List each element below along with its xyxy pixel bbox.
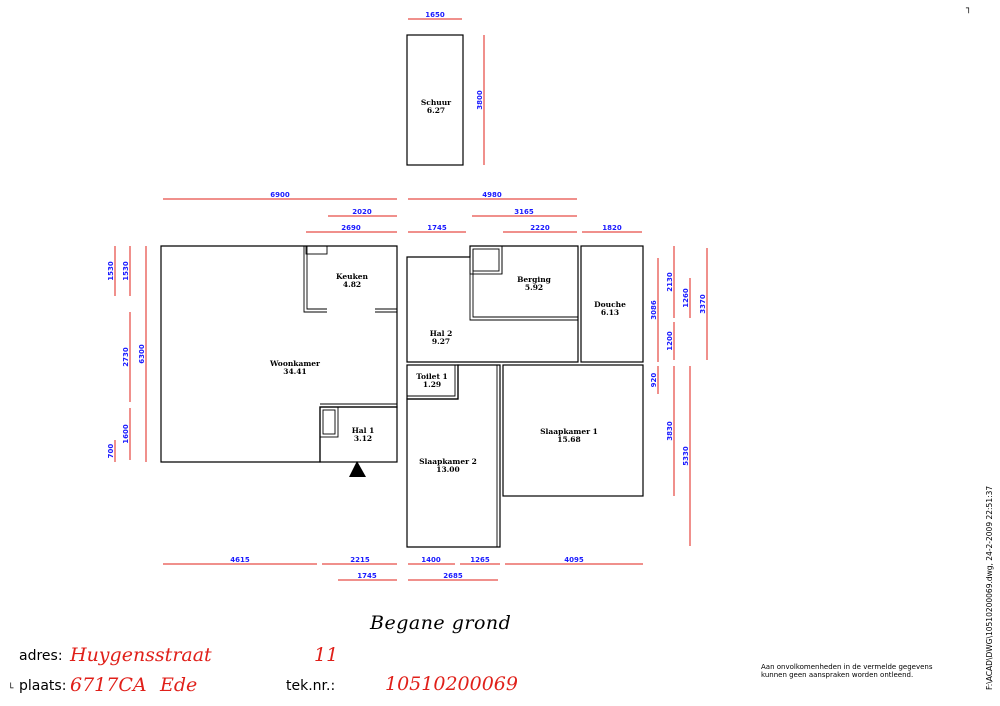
plaats-city: Ede — [160, 674, 198, 696]
dim-label: 1260 — [682, 288, 690, 308]
dim-label: 2730 — [122, 347, 130, 367]
wall-berging-inner — [472, 249, 578, 318]
label-woonkamer: Woonkamer — [269, 359, 321, 368]
area-schuur: 6.27 — [427, 106, 445, 115]
hal1-closet — [319, 406, 339, 438]
area-douche: 6.13 — [601, 308, 619, 317]
room-slaapkamer2 — [406, 364, 501, 548]
keuken-counter — [305, 245, 328, 255]
wall-toilet1-inner — [407, 365, 456, 397]
area-hal2: 9.27 — [432, 337, 450, 346]
area-hal1: 3.12 — [354, 434, 372, 443]
label-slaapkamer2: Slaapkamer 2 — [419, 457, 477, 466]
dim-label: 1650 — [425, 11, 445, 19]
label-berging: Berging — [517, 275, 552, 284]
dim-label: 700 — [107, 444, 115, 459]
dim-label: 4980 — [482, 191, 502, 199]
dim-label: 6300 — [138, 344, 146, 364]
area-toilet1: 1.29 — [423, 380, 441, 389]
room-douche — [580, 245, 644, 363]
berging-closet — [469, 245, 503, 275]
dim-label: 3370 — [699, 294, 707, 314]
label-slaapkamer1: Slaapkamer 1 — [540, 427, 598, 436]
hal1-closet-inner — [322, 409, 336, 435]
floor-title: Begane grond — [370, 612, 512, 634]
dim-label: 6900 — [270, 191, 290, 199]
plaats-label: plaats: — [19, 678, 67, 694]
corner-mark-top: ┐ — [966, 4, 972, 14]
room-schuur — [406, 34, 464, 166]
teknr-value: 10510200069 — [385, 673, 518, 695]
dim-label: 1600 — [122, 424, 130, 444]
area-slaapkamer1: 15.68 — [557, 435, 581, 444]
dim-label: 2215 — [350, 556, 370, 564]
label-hal1: Hal 1 — [352, 426, 375, 435]
area-woonkamer: 34.41 — [283, 367, 307, 376]
dim-label: 920 — [650, 373, 658, 388]
label-hal2: Hal 2 — [430, 329, 453, 338]
dim-label: 5330 — [682, 446, 690, 466]
dim-label: 2690 — [341, 224, 361, 232]
area-berging: 5.92 — [525, 283, 543, 292]
dim-label: 2685 — [443, 572, 463, 580]
adres-label: adres: — [19, 648, 63, 664]
disclaimer-line1: Aan onvolkomenheden in de vermelde gegev… — [761, 663, 933, 671]
dim-label: 1745 — [357, 572, 377, 580]
adres-street: Huygensstraat — [70, 644, 212, 666]
room-slaapkamer1 — [502, 364, 644, 497]
dim-label: 1820 — [602, 224, 622, 232]
dim-label: 1265 — [470, 556, 490, 564]
disclaimer-line2: kunnen geen aanspraken worden ontleend. — [761, 671, 914, 679]
area-keuken: 4.82 — [343, 280, 361, 289]
dim-label: 1530 — [122, 261, 130, 281]
wall-keuken — [303, 246, 327, 313]
entrance-arrow — [349, 461, 366, 477]
teknr-label: tek.nr.: — [286, 678, 336, 694]
adres-number: 11 — [314, 644, 339, 666]
label-douche: Douche — [594, 300, 626, 309]
dim-label: 1400 — [421, 556, 441, 564]
dim-label: 4095 — [564, 556, 584, 564]
label-keuken: Keuken — [336, 272, 369, 281]
berging-closet-inner — [472, 248, 500, 272]
dim-label: 2020 — [352, 208, 372, 216]
dim-label: 3800 — [476, 90, 484, 110]
dim-label: 2220 — [530, 224, 550, 232]
area-slaapkamer2: 13.00 — [436, 465, 460, 474]
dim-label: 3086 — [650, 300, 658, 320]
dim-label: 1745 — [427, 224, 447, 232]
corner-mark-bottom: └ — [8, 684, 14, 694]
dim-label: 3830 — [666, 421, 674, 441]
plaats-postcode: 6717CA — [70, 674, 147, 696]
disclaimer: Aan onvolkomenheden in de vermelde gegev… — [761, 663, 933, 679]
file-path: F:\ACAD\DWG\10510200069.dwg, 24-2-2009 2… — [985, 485, 994, 690]
dim-label: 3165 — [514, 208, 534, 216]
label-schuur: Schuur — [421, 98, 452, 107]
dim-label: 2130 — [666, 272, 674, 292]
dim-label: 1200 — [666, 331, 674, 351]
dim-label: 1530 — [107, 261, 115, 281]
wall-keuken-inner — [306, 246, 327, 310]
label-toilet1: Toilet 1 — [416, 372, 448, 381]
dim-label: 4615 — [230, 556, 250, 564]
